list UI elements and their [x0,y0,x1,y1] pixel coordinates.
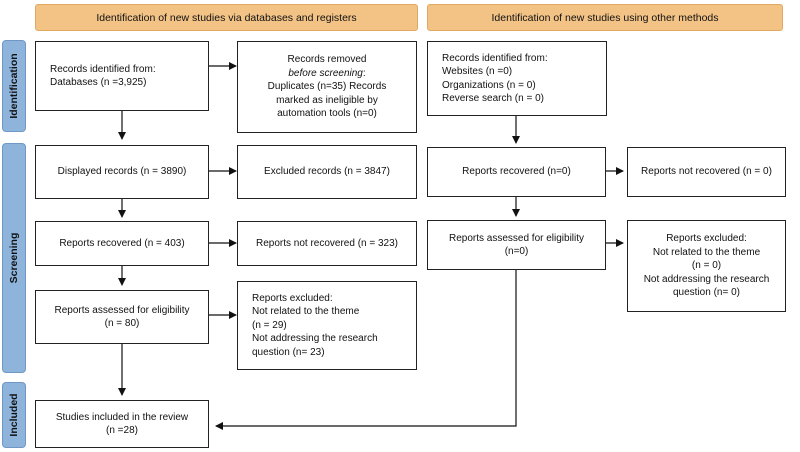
reports-assessed-left-count: (n = 80) [104,318,140,329]
reports-not-recovered-left-label: Reports not recovered (n = 323) [255,237,399,249]
records-identified-databases: Databases (n =3,925) [50,77,147,88]
box-reports-not-recovered-left: Reports not recovered (n = 323) [237,221,417,266]
box-reports-excluded-right: Reports excluded: Not related to the the… [627,220,786,312]
displayed-records-label: Displayed records (n = 3890) [57,166,187,178]
other-identified-reverse-search: Reverse search (n = 0) [442,93,544,104]
box-displayed-records: Displayed records (n = 3890) [35,145,209,199]
box-reports-assessed-left: Reports assessed for eligibility (n = 80… [35,290,209,344]
records-removed-before-screening: before screening: [288,67,366,79]
records-identified-title: Records identified from: [50,63,156,75]
reports-excluded-right-question-count: question (n= 0) [673,287,740,299]
box-reports-not-recovered-right: Reports not recovered (n = 0) [627,147,786,197]
records-removed-duplicates: Duplicates (n=35) Records [267,81,387,93]
reports-excluded-right-theme: Not related to the theme [652,246,761,258]
studies-included-title: Studies included in the review [55,411,189,423]
reports-recovered-left-label: Reports recovered (n = 403) [59,237,185,249]
records-removed-automation: automation tools (n=0) [277,108,377,120]
reports-excluded-left-question: Not addressing the research [252,333,378,345]
reports-recovered-right-label: Reports recovered (n=0) [462,166,571,178]
box-records-identified-databases: Records identified from: Databases (n =3… [35,41,209,111]
records-removed-ineligible: marked as ineligible by [276,94,378,106]
reports-excluded-right-title: Reports excluded: [666,233,747,245]
excluded-records-label: Excluded records (n = 3847) [264,166,390,178]
header-databases: Identification of new studies via databa… [35,4,418,31]
box-reports-recovered-right: Reports recovered (n=0) [427,147,606,197]
studies-included-count: (n =28) [106,425,138,436]
box-records-identified-other: Records identified from: Websites (n =0)… [427,41,607,116]
reports-excluded-left-theme-count: (n = 29) [252,319,287,331]
reports-assessed-left-title: Reports assessed for eligibility [54,304,190,316]
header-other-methods: Identification of new studies using othe… [427,4,783,31]
reports-assessed-right-count: (n=0) [504,246,529,257]
reports-excluded-left-theme: Not related to the theme [252,306,360,318]
other-identified-title: Records identified from: [442,52,548,64]
reports-excluded-left-question-count: question (n= 23) [252,346,325,358]
reports-assessed-right-title: Reports assessed for eligibility [448,232,585,244]
phase-identification: Identification [2,40,26,132]
phase-included: Included [2,382,26,448]
header-other-methods-label: Identification of new studies using othe… [491,11,719,24]
box-reports-excluded-left: Reports excluded: Not related to the the… [237,281,417,370]
other-identified-organizations: Organizations (n = 0) [442,79,536,91]
header-databases-label: Identification of new studies via databa… [96,11,357,24]
reports-excluded-right-question: Not addressing the research [643,273,770,285]
box-reports-recovered-left: Reports recovered (n = 403) [35,221,209,266]
phase-screening: Screening [2,143,26,373]
reports-not-recovered-right-label: Reports not recovered (n = 0) [641,166,772,178]
reports-excluded-right-theme-count: (n = 0) [691,260,722,272]
box-studies-included: Studies included in the review (n =28) [35,400,209,448]
records-removed-title: Records removed [287,54,367,66]
box-excluded-records: Excluded records (n = 3847) [237,145,417,199]
reports-excluded-left-title: Reports excluded: [252,292,333,304]
other-identified-websites: Websites (n =0) [442,66,513,77]
box-records-removed: Records removed before screening: Duplic… [237,41,417,133]
box-reports-assessed-right: Reports assessed for eligibility (n=0) [427,220,606,270]
